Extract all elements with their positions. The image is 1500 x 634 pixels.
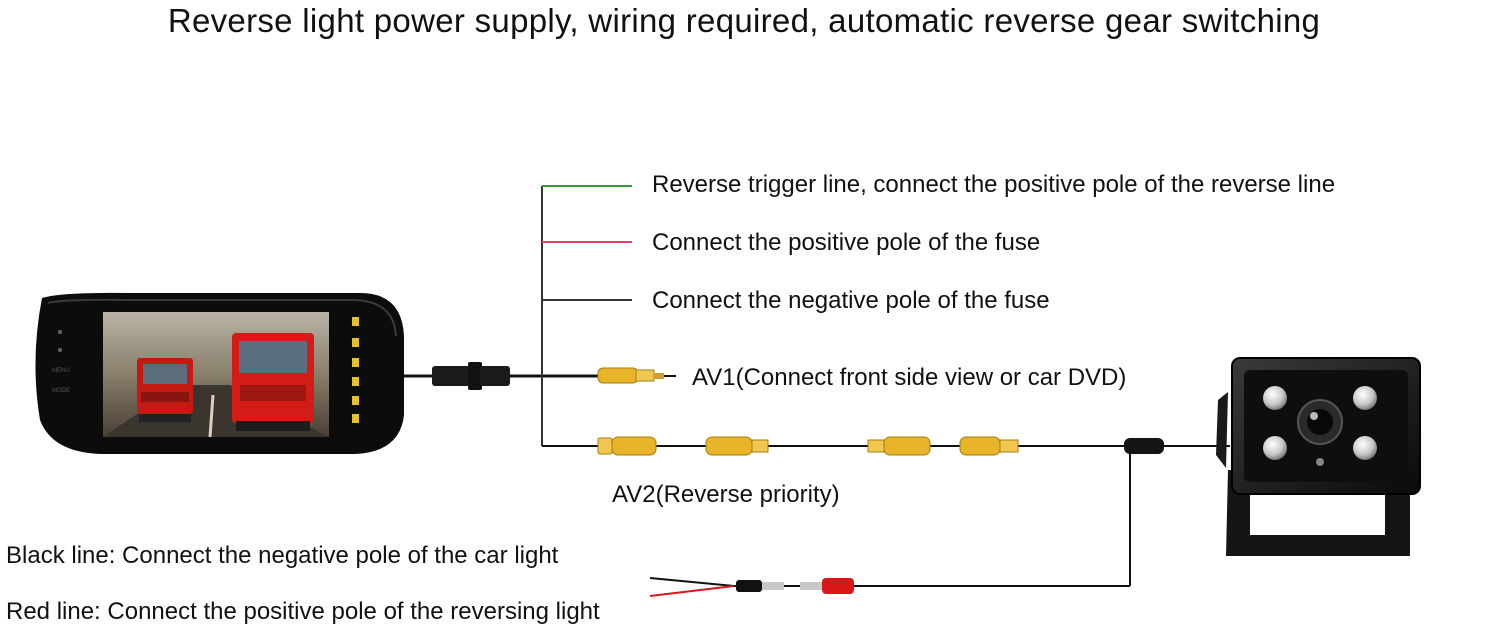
monitor-icon: MENU MODE — [35, 292, 405, 454]
label-fuse-negative: Connect the negative pole of the fuse — [652, 287, 1050, 314]
power-splitter — [1124, 438, 1164, 586]
camera-icon — [1216, 357, 1421, 556]
label-red-line: Red line: Connect the positive pole of t… — [6, 598, 600, 625]
svg-text:MODE: MODE — [52, 388, 70, 394]
av2-cable — [542, 436, 1230, 586]
truck-small — [137, 358, 193, 422]
av1-rca-plug — [596, 367, 676, 384]
extension-plug-right — [867, 436, 931, 456]
page-title: Reverse light power supply, wiring requi… — [167, 2, 1321, 39]
svg-text:MENU: MENU — [52, 368, 70, 374]
label-reverse-trigger: Reverse trigger line, connect the positi… — [652, 171, 1336, 198]
label-av1: AV1(Connect front side view or car DVD) — [692, 364, 1127, 391]
label-fuse-positive: Connect the positive pole of the fuse — [652, 229, 1041, 256]
black-power-plug — [736, 580, 784, 592]
power-lead — [649, 577, 1130, 597]
truck-large — [232, 333, 314, 431]
label-black-line: Black line: Connect the negative pole of… — [6, 542, 559, 569]
extension-plug-left — [705, 436, 769, 456]
av2-rca-plug — [597, 436, 657, 456]
main-cable — [404, 362, 600, 390]
label-av2: AV2(Reverse priority) — [612, 481, 840, 508]
red-power-plug — [800, 578, 854, 594]
camera-rca-plug — [959, 436, 1019, 456]
